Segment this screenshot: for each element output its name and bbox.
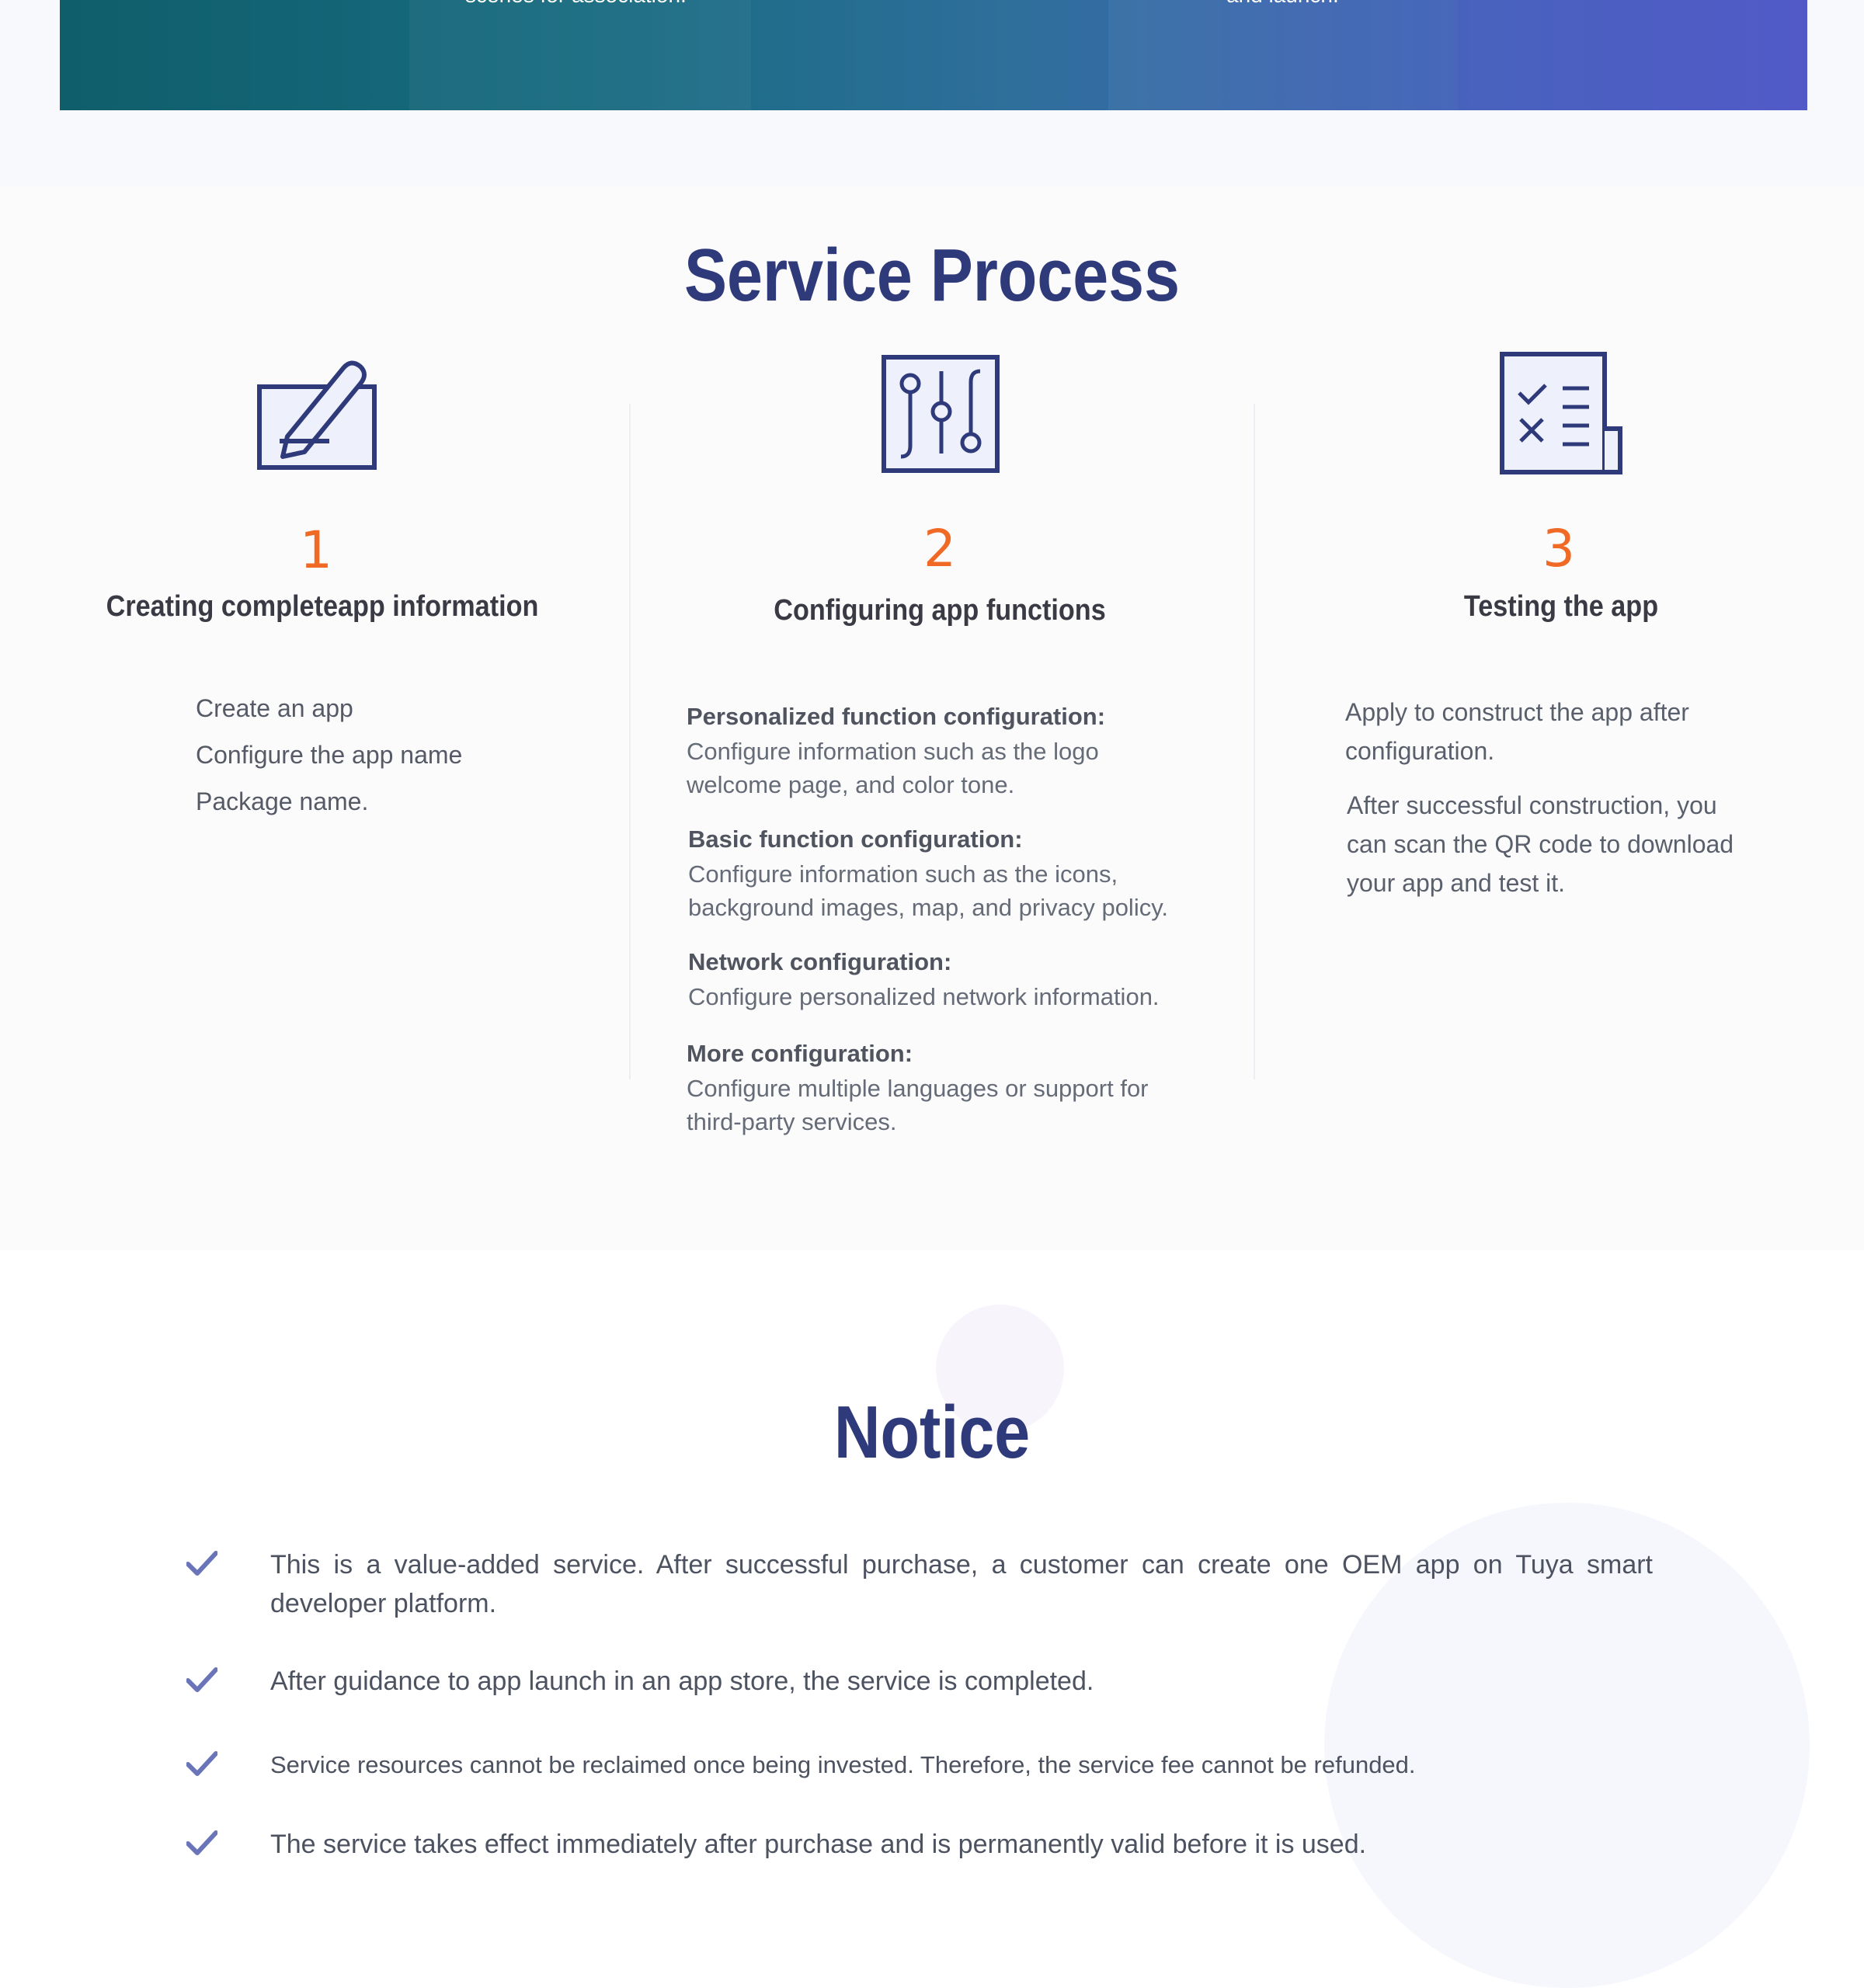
step-title: Creating completeapp information	[106, 590, 539, 623]
step-title: Configuring app functions	[774, 594, 1106, 627]
step-3-paragraph: Apply to construct the app after configu…	[1345, 693, 1780, 770]
paragraph-line: After successful construction, you	[1347, 791, 1717, 819]
checklist-icon	[1499, 351, 1626, 484]
step-3-paragraph: After successful construction, you can s…	[1347, 786, 1782, 902]
config-heading: Personalized function configuration:	[687, 703, 1106, 730]
banner-panel	[409, 0, 751, 110]
check-icon	[186, 1551, 217, 1576]
config-heading: More configuration:	[687, 1040, 913, 1067]
notice-item: This is a value-added service. After suc…	[186, 1545, 1662, 1631]
config-heading: Basic function configuration:	[688, 825, 1023, 853]
notice-text: This is a value-added service. After suc…	[270, 1550, 1653, 1618]
config-heading: Network configuration:	[688, 948, 952, 975]
config-desc: third-party services.	[687, 1108, 897, 1135]
edit-icon	[256, 351, 381, 479]
paragraph-line: configuration.	[1345, 737, 1495, 765]
section-title-service-process: Service Process	[683, 234, 1181, 317]
column-divider	[1254, 404, 1255, 1079]
banner-panel	[1108, 0, 1458, 110]
notice-text: After guidance to app launch in an app s…	[270, 1667, 1094, 1696]
step-number: 1	[300, 520, 332, 580]
banner-caption-right: and launch.	[1226, 0, 1339, 8]
config-desc: Configure multiple languages or support …	[687, 1075, 1149, 1102]
check-icon	[186, 1830, 217, 1855]
step-number: 2	[923, 519, 956, 579]
config-desc: Configure personalized network informati…	[688, 983, 1160, 1010]
step-1-list: Create an app Configure the app name Pac…	[196, 685, 462, 825]
notice-item: The service takes effect immediately aft…	[186, 1825, 1662, 1872]
step-title: Testing the app	[1463, 590, 1659, 623]
list-item: Create an app	[196, 694, 353, 722]
column-divider	[629, 404, 631, 1079]
step-number: 3	[1542, 519, 1575, 579]
banner-panel	[1458, 0, 1807, 110]
section-title-notice: Notice	[833, 1391, 1031, 1474]
notice-item: Service resources cannot be reclaimed on…	[186, 1746, 1662, 1792]
decorative-circle	[1324, 1503, 1810, 1988]
config-desc: Configure information such as the icons,	[688, 860, 1118, 888]
paragraph-line: your app and test it.	[1347, 869, 1566, 897]
decorative-circle	[936, 1305, 1064, 1433]
config-block-basic: Basic function configuration: Configure …	[688, 822, 1232, 924]
list-item: Configure the app name	[196, 741, 463, 769]
check-icon	[186, 1667, 217, 1692]
config-block-personalized: Personalized function configuration: Con…	[687, 699, 1230, 801]
config-block-network: Network configuration: Configure persona…	[688, 944, 1232, 1013]
check-icon	[186, 1751, 217, 1776]
notice-item: After guidance to app launch in an app s…	[186, 1662, 1662, 1708]
hero-banner: scenes for association. and launch.	[60, 0, 1807, 110]
config-desc: welcome page, and color tone.	[687, 771, 1015, 798]
banner-caption-left: scenes for association.	[465, 0, 687, 8]
notice-text: The service takes effect immediately aft…	[270, 1830, 1367, 1859]
paragraph-line: Apply to construct the app after	[1345, 698, 1689, 726]
paragraph-line: can scan the QR code to download	[1347, 830, 1734, 858]
config-block-more: More configuration: Configure multiple l…	[687, 1036, 1230, 1138]
config-desc: Configure information such as the logo	[687, 738, 1099, 765]
config-desc: background images, map, and privacy poli…	[688, 894, 1169, 921]
sliders-icon	[881, 354, 1002, 479]
list-item: Package name.	[196, 787, 369, 815]
notice-text: Service resources cannot be reclaimed on…	[270, 1751, 1416, 1778]
